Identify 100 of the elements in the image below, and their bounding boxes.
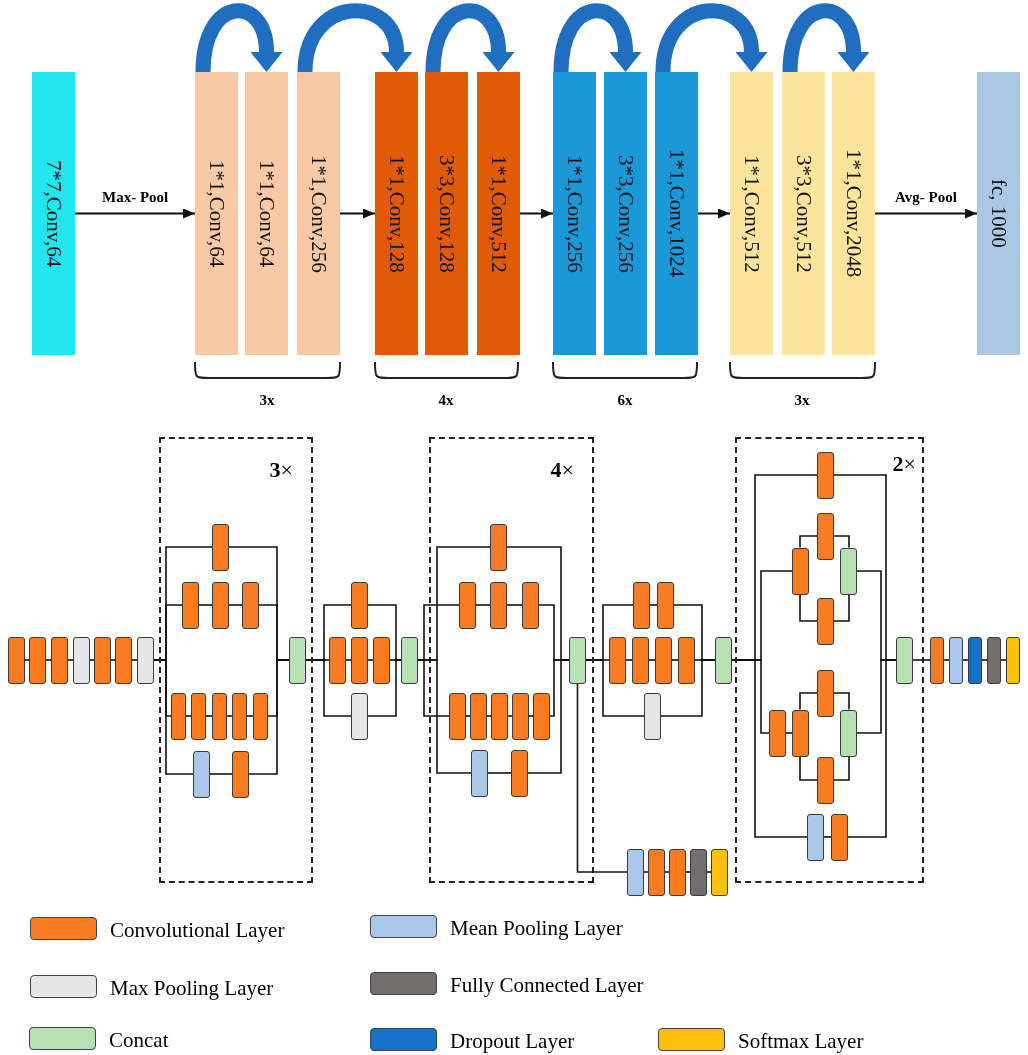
connector-line <box>799 692 818 711</box>
repeat-count: 6x <box>617 392 633 408</box>
connector-line <box>305 659 352 717</box>
connector-line <box>345 659 352 661</box>
legend-label: Softmax Layer <box>738 1031 864 1052</box>
layer-block <box>182 581 199 629</box>
layer-block <box>949 636 963 684</box>
layer-block <box>459 581 476 629</box>
legend-label: Concat <box>109 1030 169 1051</box>
layer-block <box>644 692 661 740</box>
layer-block <box>373 636 390 684</box>
layer-block <box>627 848 644 896</box>
layer-block <box>401 636 418 684</box>
connector-line <box>912 659 931 661</box>
connector-line <box>799 535 818 549</box>
layer-bar: 1*1,Conv,512 <box>730 72 773 355</box>
repeat-count: 3× <box>269 459 293 481</box>
layer-bar: 7*7,Conv,64 <box>32 72 75 355</box>
layer-block <box>329 636 346 684</box>
layer-block <box>655 636 672 684</box>
connector-line <box>24 659 30 661</box>
layer-bar: fc, 1000 <box>977 72 1020 355</box>
connector-line <box>785 732 793 734</box>
connector-line <box>833 692 850 711</box>
layer-bar: 1*1,Conv,64 <box>245 72 288 355</box>
connector-line <box>205 715 213 717</box>
layer-block <box>94 636 111 684</box>
layer-block <box>987 636 1001 684</box>
layer-bar: 3*3,Conv,512 <box>782 72 825 355</box>
layer-block <box>137 636 154 684</box>
connector-line <box>506 604 523 606</box>
legend-label: Max Pooling Layer <box>110 978 274 999</box>
connector-line <box>799 755 818 781</box>
layer-block <box>511 749 528 797</box>
layer-block <box>609 636 626 684</box>
connector-line <box>731 659 808 838</box>
layer-block <box>193 750 210 798</box>
connector-line <box>664 871 670 873</box>
connector-line <box>417 659 472 774</box>
connector-line <box>228 604 243 606</box>
connector-line <box>648 659 656 661</box>
layer-block <box>351 692 368 740</box>
layer-block <box>711 848 728 896</box>
connector-line <box>962 659 969 661</box>
layer-block <box>212 523 229 571</box>
layer-bar: 1*1,Conv,1024 <box>655 72 698 355</box>
layer-bar: 1*1,Conv,512 <box>477 72 520 355</box>
layer-bar: 1*1,Conv,2048 <box>832 72 875 355</box>
layer-block <box>232 750 249 798</box>
layer-block <box>669 848 686 896</box>
layer-block <box>289 636 306 684</box>
repeat-group-box <box>429 437 594 883</box>
connector-line <box>507 715 513 717</box>
layer-block <box>253 692 268 740</box>
connector-line <box>706 871 712 873</box>
layer-block <box>51 636 68 684</box>
layer-block <box>8 636 25 684</box>
arrow <box>339 208 376 219</box>
repeat-count: 4x <box>438 392 454 408</box>
arrow <box>697 208 731 219</box>
arrow <box>519 208 554 219</box>
arrow <box>874 208 978 219</box>
layer-block <box>715 636 732 684</box>
layer-block <box>678 636 695 684</box>
connector-line <box>1000 659 1007 661</box>
layer-block <box>212 581 229 629</box>
layer-bar: 3*3,Conv,256 <box>604 72 647 355</box>
layer-block <box>817 512 834 560</box>
connector-line <box>576 682 628 873</box>
layer-block <box>968 636 982 684</box>
connector-line <box>110 659 116 661</box>
connector-line <box>847 659 897 838</box>
layer-block <box>840 709 857 757</box>
layer-block <box>840 547 857 595</box>
layer-block <box>792 709 809 757</box>
layer-block <box>633 581 650 629</box>
layer-block <box>657 581 674 629</box>
connector-line <box>943 659 950 661</box>
layer-block <box>232 692 247 740</box>
layer-block <box>29 636 46 684</box>
layer-block <box>191 692 206 740</box>
layer-block <box>171 692 186 740</box>
connector-line <box>643 871 649 873</box>
layer-block <box>817 756 834 804</box>
connector-line <box>246 715 254 717</box>
connector-line <box>833 535 850 549</box>
layer-block <box>533 692 550 740</box>
connector-line <box>671 659 679 661</box>
connector-line <box>527 659 570 774</box>
connector-line <box>89 659 95 661</box>
layer-block <box>817 669 834 717</box>
connector-line <box>131 659 138 661</box>
layer-block <box>632 636 649 684</box>
legend-label: Mean Pooling Layer <box>450 918 623 939</box>
connector-line <box>475 604 491 606</box>
repeat-count: 4× <box>550 459 574 481</box>
repeat-count: 3x <box>794 392 810 408</box>
connector-line <box>833 593 850 622</box>
legend-label: Dropout Layer <box>450 1031 575 1052</box>
legend-label: Convolutional Layer <box>110 920 285 941</box>
